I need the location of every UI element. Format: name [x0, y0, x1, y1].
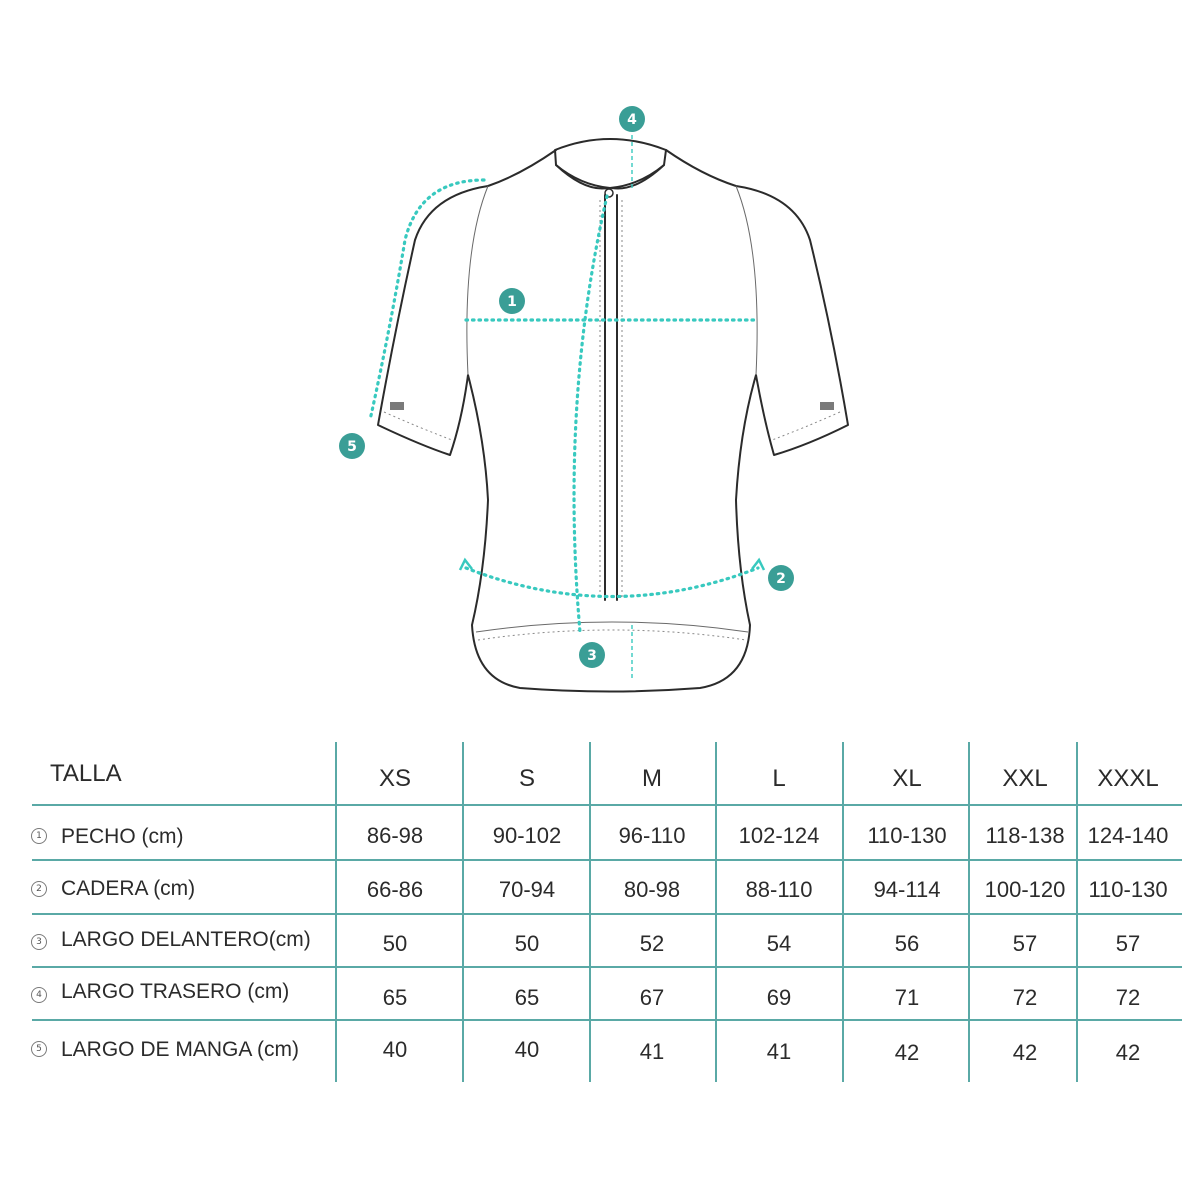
grid-line — [32, 804, 1182, 806]
grid-line — [462, 742, 464, 1082]
size-header: XL — [892, 765, 922, 792]
row-label: CADERA (cm) — [61, 877, 196, 900]
table-cell: 57 — [1012, 931, 1038, 956]
size-header: XS — [378, 765, 412, 792]
table-cell: 86-98 — [366, 823, 424, 848]
grid-line — [32, 1019, 1182, 1021]
row-number: 4 — [31, 987, 47, 1003]
row-label: LARGO DELANTERO(cm) — [61, 928, 311, 951]
row-number: 5 — [31, 1041, 47, 1057]
table-cell: 118-138 — [985, 823, 1065, 848]
callout-5: 5 — [339, 433, 365, 459]
row-number: 2 — [31, 881, 47, 897]
table-cell: 65 — [514, 985, 540, 1010]
table-cell: 40 — [382, 1037, 408, 1062]
row-label: PECHO (cm) — [61, 825, 184, 848]
size-header: L — [772, 765, 786, 792]
svg-text:5: 5 — [347, 439, 357, 455]
row-number: 1 — [31, 828, 47, 844]
table-cell: 57 — [1115, 931, 1141, 956]
callout-3: 3 — [579, 642, 605, 668]
table-cell: 67 — [639, 985, 665, 1010]
row-number: 3 — [31, 934, 47, 950]
callout-badges: 1 2 3 4 5 — [339, 106, 794, 668]
grid-line — [1076, 742, 1078, 1082]
jersey-outline — [377, 138, 849, 693]
svg-text:1: 1 — [507, 294, 517, 310]
table-cell: 52 — [639, 931, 665, 956]
table-cell: 41 — [766, 1039, 792, 1064]
table-cell: 50 — [382, 931, 408, 956]
table-cell: 124-140 — [1087, 823, 1169, 848]
callout-2: 2 — [768, 565, 794, 591]
grid-line — [842, 742, 844, 1082]
table-cell: 90-102 — [492, 823, 562, 848]
table-cell: 110-130 — [867, 823, 947, 848]
table-cell: 42 — [1115, 1040, 1141, 1065]
table-cell: 50 — [514, 931, 540, 956]
table-cell: 41 — [639, 1039, 665, 1064]
size-header-label: TALLA — [50, 760, 122, 787]
grid-line — [715, 742, 717, 1082]
table-cell: 110-130 — [1088, 877, 1168, 902]
table-cell: 54 — [766, 931, 792, 956]
table-cell: 71 — [894, 985, 920, 1010]
table-cell: 56 — [894, 931, 920, 956]
size-header: S — [518, 765, 536, 792]
jersey-diagram: 1 2 3 4 5 — [339, 106, 849, 693]
svg-text:2: 2 — [776, 571, 786, 587]
table-cell: 72 — [1115, 985, 1141, 1010]
grid-line — [32, 913, 1182, 915]
table-cell: 88-110 — [745, 877, 813, 902]
table-cell: 102-124 — [738, 823, 820, 848]
table-cell: 65 — [382, 985, 408, 1010]
grid-line — [32, 859, 1182, 861]
size-header: M — [642, 765, 662, 792]
grid-line — [32, 966, 1182, 968]
table-cell: 69 — [766, 985, 792, 1010]
grid-line — [335, 742, 337, 1082]
table-cell: 80-98 — [623, 877, 681, 902]
table-cell: 42 — [1012, 1040, 1038, 1065]
table-cell: 40 — [514, 1037, 540, 1062]
size-header: XXXL — [1097, 765, 1159, 792]
table-cell: 100-120 — [984, 877, 1066, 902]
row-label: LARGO DE MANGA (cm) — [61, 1038, 300, 1061]
table-cell: 70-94 — [498, 877, 556, 902]
svg-text:3: 3 — [587, 648, 597, 664]
table-cell: 96-110 — [618, 823, 686, 848]
row-label: LARGO TRASERO (cm) — [61, 980, 290, 1003]
measurement-lines — [368, 135, 766, 680]
table-cell: 42 — [894, 1040, 920, 1065]
table-cell: 72 — [1012, 985, 1038, 1010]
grid-line — [968, 742, 970, 1082]
table-cell: 66-86 — [366, 877, 424, 902]
table-cell: 94-114 — [873, 877, 941, 902]
callout-1: 1 — [499, 288, 525, 314]
size-header: XXL — [1002, 765, 1048, 792]
grid-line — [589, 742, 591, 1082]
svg-text:4: 4 — [627, 112, 637, 128]
callout-4: 4 — [619, 106, 645, 132]
